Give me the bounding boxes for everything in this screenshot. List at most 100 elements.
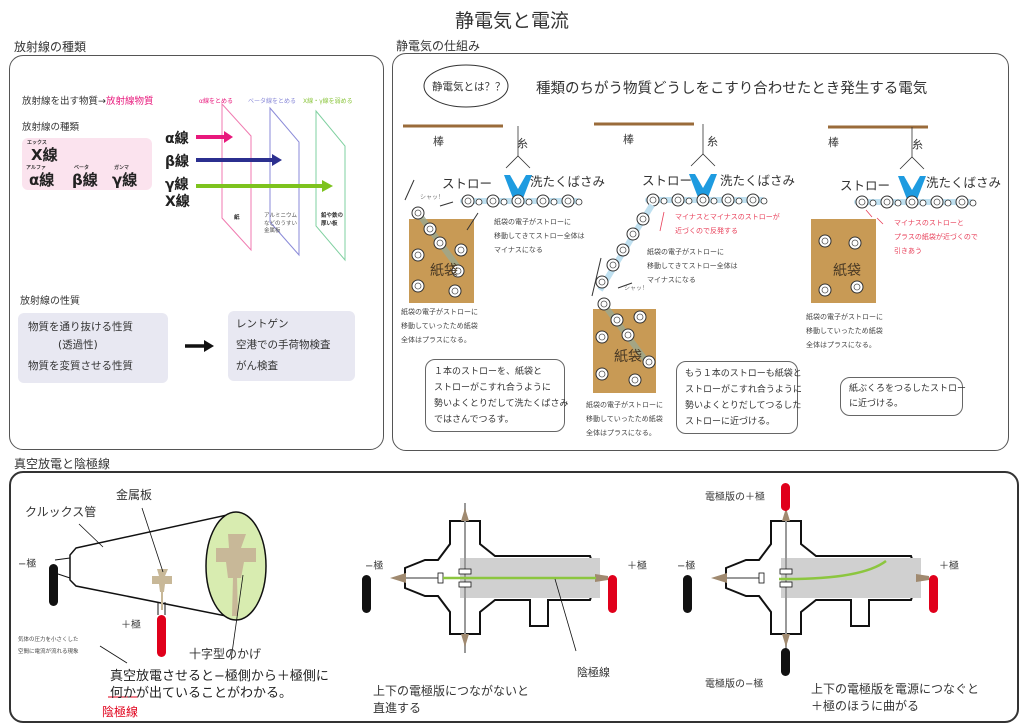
bag-electron-1 — [411, 248, 425, 262]
bag-electron-1 — [411, 279, 425, 293]
plate-plus-label: 電極版の＋極 — [705, 492, 765, 503]
vacuum-discharge-note: 気体の圧力を小さくした 空間に電流が流れる現象 — [18, 637, 79, 655]
alpha-ruby: アルファ — [26, 165, 46, 171]
straw-electron-3 — [855, 195, 869, 209]
thread-label-3: 糸 — [912, 138, 923, 151]
swoosh-label-1: シャッ！ — [420, 194, 445, 201]
straw-label-3: ストロー — [840, 178, 891, 193]
bag-electron-1 — [448, 284, 462, 298]
clip-label-2: 洗たくばさみ — [720, 173, 796, 188]
conclusion-line-2: 何かが出ていることがわかる。 — [110, 686, 293, 701]
clip-wire-3 — [899, 156, 925, 170]
anode-cap-3 — [916, 574, 929, 582]
bag-electron-2 — [597, 297, 611, 311]
bag-electron-1 — [411, 206, 425, 220]
plus-terminal-2 — [608, 575, 617, 613]
alpha-ray-label: α線 — [165, 131, 189, 147]
repel-note: マイナスとマイナスのストローが 近づくので反発する — [675, 213, 780, 235]
bag-charge-note-3: 紙袋の電子がストローに 移動していったため紙袋 全体はプラスになる。 — [806, 313, 883, 349]
bag-electron-2-inner — [600, 300, 608, 308]
bag-electron-1-inner — [426, 225, 434, 233]
straight-note-line-2: 直進する — [373, 701, 422, 715]
bag-electron-1 — [451, 264, 465, 278]
anode-cap-2 — [595, 574, 608, 582]
properties-arrowhead — [204, 340, 214, 352]
bag-electron-2 — [642, 355, 656, 369]
clip-wire-2 — [690, 153, 716, 167]
gamma-arrowhead — [322, 180, 333, 192]
bag-electron-3 — [818, 234, 832, 248]
bag-electron-3-inner — [851, 239, 859, 247]
electron-2 — [760, 197, 768, 205]
aluminum-shield-bottom-label: アルミニウム などのうすい 金属板 — [264, 213, 298, 234]
electron-3 — [869, 199, 877, 207]
electron-1 — [550, 198, 558, 206]
crookes-plus-terminal — [157, 615, 166, 657]
paper-shield-top-label: α線をとめる — [199, 98, 233, 105]
metal-cross-plate — [152, 569, 172, 592]
bag-electron-3-inner — [821, 237, 829, 245]
use-xray: レントゲン — [236, 318, 289, 330]
bag-electron-2 — [621, 328, 635, 342]
bag-electron-1 — [433, 236, 447, 250]
straw-electron-3-inner — [933, 198, 941, 206]
straw-electron-1-inner — [489, 197, 497, 205]
metal-plate-pointer — [141, 507, 164, 573]
bag-electron-2 — [633, 310, 647, 324]
attract-arrow-2 — [876, 217, 884, 225]
approaching-electron-inner — [619, 246, 627, 254]
electron-1 — [500, 198, 508, 206]
source-line-text: 放射線を出す物質→ — [22, 96, 106, 107]
straight-note-line-1: 上下の電極版につながないと — [373, 684, 530, 698]
electron-1 — [475, 198, 483, 206]
straw-charge-note-2: 紙袋の電子がストローに 移動してきてストロー全体は マイナスになる — [647, 248, 738, 284]
tube3-plus-label: ＋極 — [939, 561, 959, 572]
shadow-pointer — [230, 574, 244, 661]
bag-label-1: 紙袋 — [430, 263, 458, 279]
step-note-2: もう１本のストローも紙袋と ストローがこすれ合うように 勢いよくとりだしてつるし… — [676, 361, 802, 434]
plate-minus-terminal — [781, 648, 790, 676]
paper-shield — [221, 102, 252, 252]
cathode-plate-2 — [437, 572, 444, 584]
lower-plate-2 — [458, 581, 472, 588]
straw-electron-2-inner — [699, 196, 707, 204]
rod-label-3: 棒 — [828, 136, 839, 149]
lead-shield-bottom-label: 鉛や鉄の 厚い板 — [321, 213, 344, 227]
straw-electron-2 — [671, 193, 685, 207]
electron-3 — [944, 199, 952, 207]
bag-electron-1-inner — [414, 282, 422, 290]
approaching-electron — [626, 227, 640, 241]
cross-shadow — [216, 534, 256, 616]
bag-electron-3 — [850, 280, 864, 294]
straw-electron-2 — [746, 193, 760, 207]
straw-electron-3-inner — [958, 198, 966, 206]
cross-shadow-label: 十字型のかげ — [189, 647, 262, 661]
cathode-cap-2 — [390, 573, 406, 583]
crookes-tube-label: クルックス管 — [25, 505, 97, 519]
bag-charge-note-1: 紙袋の電子がストローに 移動していったため紙袋 全体はプラスになる。 — [401, 308, 478, 344]
beta-name: β線 — [72, 171, 98, 189]
attract-note: マイナスのストローと プラスの紙袋が近づくので 引きあう — [894, 219, 978, 255]
cathode-wire-top — [54, 557, 71, 561]
conclusion-line-1: 真空放電させると−極側から＋極側に — [110, 669, 329, 684]
bag-electron-2 — [595, 330, 609, 344]
electron-arrow-1 — [466, 212, 479, 231]
electron-2 — [685, 197, 693, 205]
straw-electron-1 — [561, 194, 575, 208]
cathode-section-label: 真空放電と陰極線 — [14, 457, 111, 471]
straw-electron-1-inner — [514, 197, 522, 205]
electron-2 — [660, 197, 668, 205]
straw-electron-2-inner — [649, 196, 657, 204]
lead-shield-top-label: X線・γ線を弱める — [303, 98, 353, 105]
rod-label-1: 棒 — [433, 135, 444, 148]
metal-plate-label: 金属板 — [116, 488, 153, 502]
cathode-cap-3 — [711, 573, 727, 583]
bottom-cap-2 — [461, 634, 469, 647]
bag-electron-1-inner — [436, 239, 444, 247]
rod-label-2: 棒 — [623, 133, 634, 146]
straw-electron-1-inner — [564, 197, 572, 205]
definition-ellipse — [423, 64, 509, 108]
electron-2 — [710, 197, 718, 205]
tube2-minus-label: −極 — [365, 561, 384, 572]
straw-label-1: ストロー — [442, 176, 493, 191]
